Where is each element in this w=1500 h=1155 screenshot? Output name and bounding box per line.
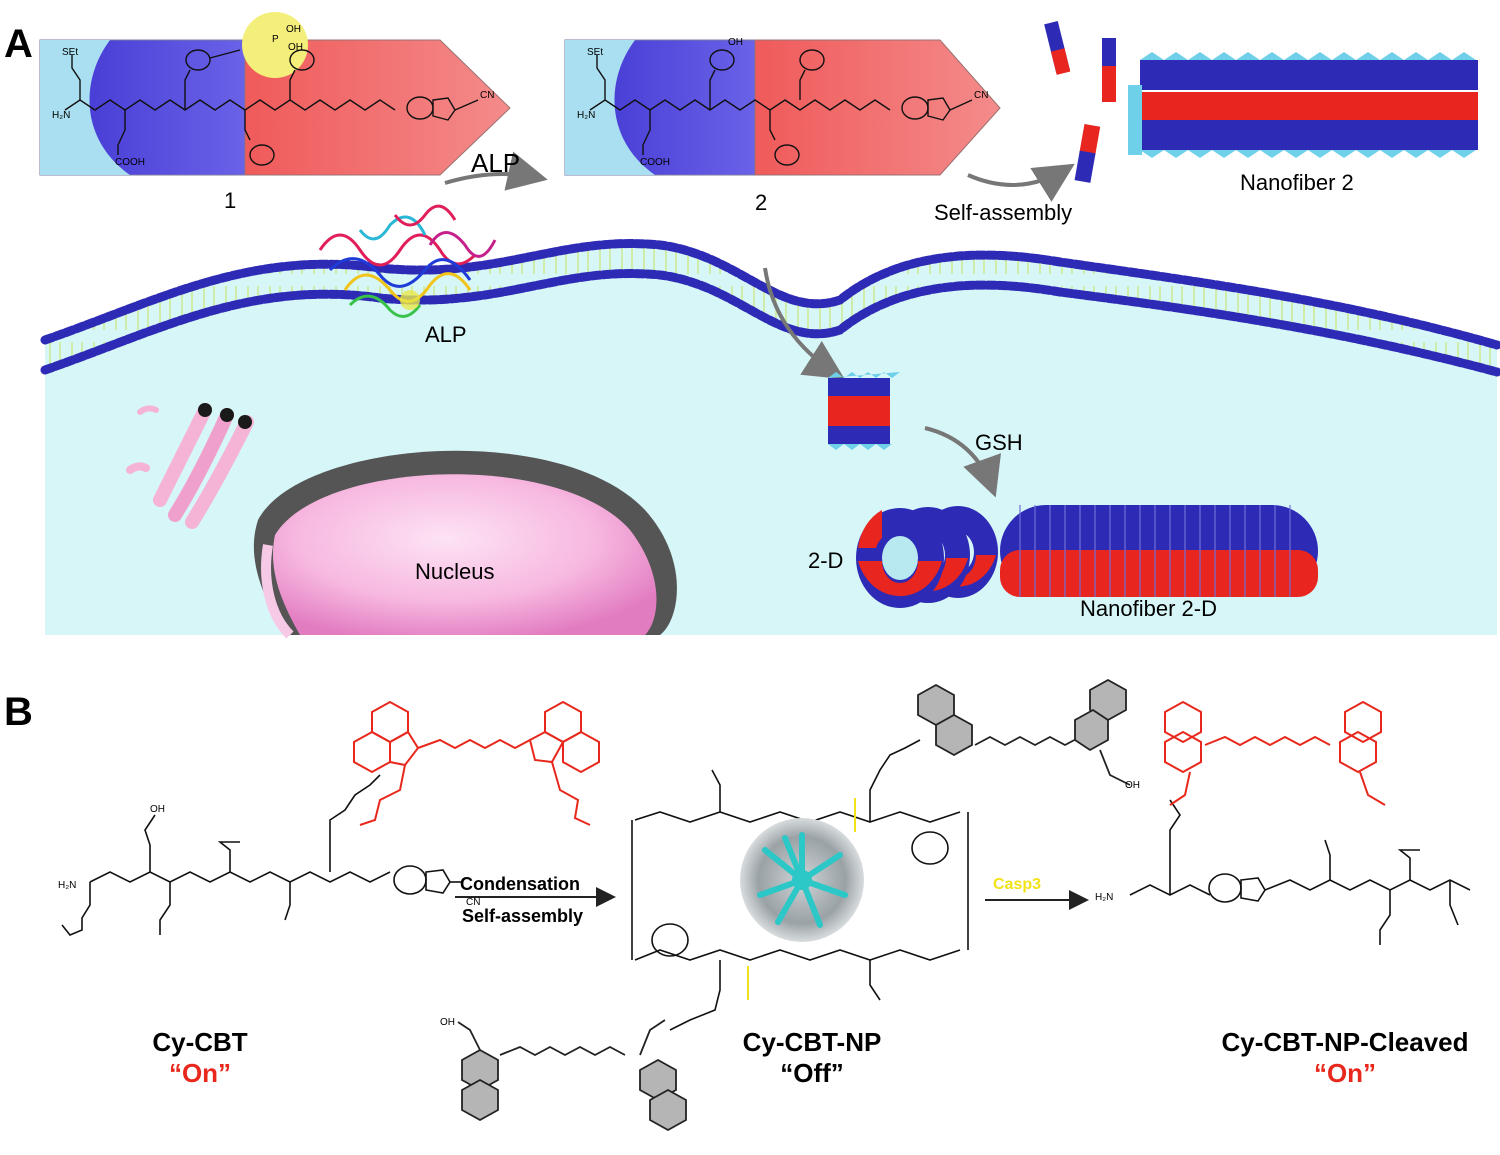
nanofiber-2-shape [1128, 52, 1478, 158]
nucleus-label: Nucleus [415, 559, 495, 584]
chem-label-set-2: SEt [587, 47, 603, 58]
chem-label-oh-np-bottom: OH [440, 1017, 455, 1028]
chem-label-p-1: P [272, 34, 279, 45]
chem-label-cn-1: CN [480, 90, 494, 101]
cy-cbt-np-state: “Off” [780, 1058, 844, 1088]
chem-label-cn-2: CN [974, 90, 988, 101]
compound-1-pill [39, 12, 511, 176]
chem-label-nh2-right: H₂N [1095, 892, 1113, 903]
nanofiber-2d-label: Nanofiber 2-D [1080, 596, 1217, 621]
membrane-inner-heads [40, 269, 1500, 377]
chem-label-oh-2: OH [728, 37, 743, 48]
nanoparticle [740, 818, 864, 942]
compound-1-label: 1 [224, 188, 237, 213]
gsh-label: GSH [975, 430, 1023, 455]
front-rings [856, 506, 998, 608]
fiber-stack [828, 372, 900, 450]
casp3-label: Casp3 [993, 876, 1042, 893]
cleaved-dye [1164, 700, 1386, 806]
chem-label-oh-1a: OH [286, 24, 301, 35]
monomer-blocks [1044, 21, 1116, 183]
self-assembly-b-label: Self-assembly [462, 906, 584, 926]
chem-label-set-1: SEt [62, 47, 78, 58]
compound-2-label: 2 [755, 190, 768, 215]
chem-label-oh-np: OH [1125, 780, 1140, 791]
chem-label-nh2-1: H₂N [52, 110, 70, 121]
cy-cbt-np-cleaved-state: “On” [1313, 1058, 1377, 1088]
cy-cbt-np-cleaved-structure [1129, 799, 1471, 945]
chem-label-cn-left: CN [466, 897, 480, 908]
chem-label-nh2-left: H₂N [58, 880, 76, 891]
alp-arrow-label: ALP [471, 148, 521, 178]
cy-cbt-label: Cy-CBT [152, 1027, 248, 1057]
self-assembly-label: Self-assembly [934, 200, 1073, 225]
cy-cbt-np-cleaved-label: Cy-CBT-NP-Cleaved [1221, 1027, 1469, 1057]
compound-2-structure [589, 49, 973, 166]
internalization-arrow [763, 267, 845, 380]
cy-cbt-dye [353, 700, 600, 826]
alp-enzyme-structure [318, 204, 497, 318]
nanofiber-2-label: Nanofiber 2 [1240, 170, 1354, 195]
self-assembly-arrow [967, 163, 1075, 202]
chem-label-cooh-1: COOH [115, 157, 145, 168]
cy-cbt-structure [61, 774, 462, 936]
nucleus-shape [253, 450, 677, 639]
golgi-organelle [126, 403, 254, 529]
panel-b-letter: B [4, 690, 33, 734]
panel-a-letter: A [4, 22, 33, 66]
chem-label-cooh-2: COOH [640, 157, 670, 168]
two-d-label: 2-D [808, 548, 844, 573]
np-dye-bottom [457, 1019, 687, 1132]
compound-1-structure [64, 49, 479, 166]
gsh-arrow [924, 426, 1001, 498]
chem-label-oh-left-1: OH [150, 804, 165, 815]
cy-cbt-state: “On” [168, 1058, 232, 1088]
alp-enzyme-label: ALP [425, 322, 467, 347]
alp-arrow [444, 151, 548, 191]
cy-cbt-np-label: Cy-CBT-NP [742, 1027, 882, 1057]
chem-label-nh2-2: H₂N [577, 110, 595, 121]
cy-cbt-np-structure [631, 739, 969, 1031]
condensation-label: Condensation [460, 874, 580, 894]
chem-label-oh-1b: OH [288, 42, 303, 53]
membrane-outer-heads [40, 239, 1500, 350]
compound-2-pill [564, 39, 1001, 176]
nanofiber-2d-shape [856, 505, 1318, 608]
np-dye-top [917, 678, 1131, 786]
